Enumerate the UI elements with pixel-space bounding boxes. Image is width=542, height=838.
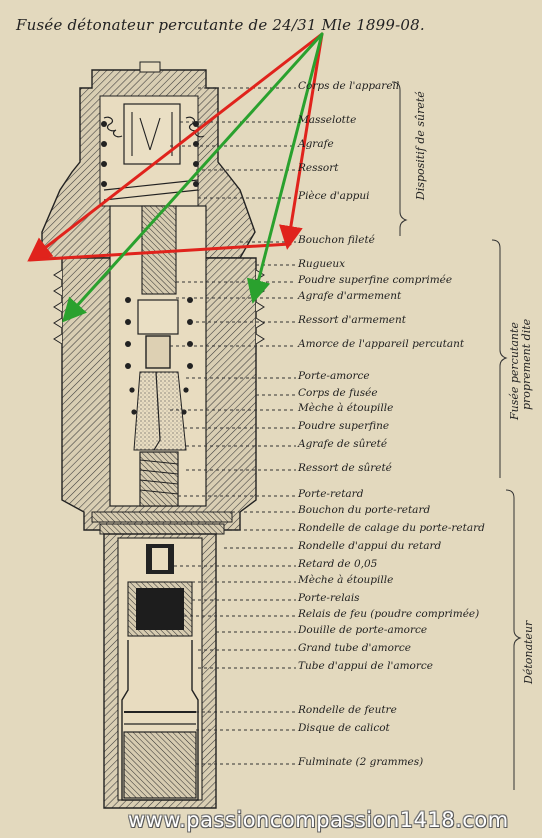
label-grand-tube-amorce: Grand tube d'amorce xyxy=(298,642,412,654)
label-fulminate: Fulminate (2 grammes) xyxy=(298,756,424,768)
label-piece-appui: Pièce d'appui xyxy=(298,190,370,202)
label-porte-amorce: Porte-amorce xyxy=(298,370,370,382)
label-rondelle-calage: Rondelle de calage du porte-retard xyxy=(298,522,485,534)
label-douille-porte-amorce: Douille de porte-amorce xyxy=(298,624,428,636)
label-bouchon-filete: Bouchon fileté xyxy=(298,234,375,246)
label-bouchon-porte-retard: Bouchon du porte-retard xyxy=(298,504,431,516)
label-tube-appui-amorce: Tube d'appui de l'amorce xyxy=(298,660,433,672)
label-corps-appareil: Corps de l'appareil xyxy=(298,80,400,92)
label-agrafe-surete: Agrafe de sûreté xyxy=(298,438,388,450)
label-agrafe-armement: Agrafe d'armement xyxy=(298,290,402,302)
label-disque-calicot: Disque de calicot xyxy=(298,722,390,734)
label-corps-fusee: Corps de fusée xyxy=(298,387,378,399)
label-porte-relais: Porte-relais xyxy=(298,592,360,604)
label-agrafe: Agrafe xyxy=(298,138,334,150)
label-rondelle-appui-retard: Rondelle d'appui du retard xyxy=(298,540,442,552)
label-meche-etoupille-2: Mèche à étoupille xyxy=(298,574,394,586)
label-retard: Retard de 0,05 xyxy=(298,558,378,570)
label-ressort-armement: Ressort d'armement xyxy=(298,314,407,326)
label-ressort: Ressort xyxy=(298,162,339,174)
label-relais-de-feu: Relais de feu (poudre comprimée) xyxy=(298,608,480,620)
group-proprement-dite: proprement dite xyxy=(520,318,533,410)
label-masselotte: Masselotte xyxy=(298,114,357,126)
label-rondelle-feutre: Rondelle de feutre xyxy=(298,704,397,716)
label-ressort-surete: Ressort de sûreté xyxy=(298,462,392,474)
label-amorce-appareil-percutant: Amorce de l'appareil percutant xyxy=(298,338,465,350)
group-detonateur: Détonateur xyxy=(522,620,535,684)
label-porte-retard: Porte-retard xyxy=(298,488,364,500)
figure-title: Fusée détonateur percutante de 24/31 Mle… xyxy=(16,16,425,34)
group-dispositif-surete: Dispositif de sûreté xyxy=(414,91,427,200)
watermark: www.passioncompassion1418.com xyxy=(128,808,509,832)
label-meche-etoupille-1: Mèche à étoupille xyxy=(298,402,394,414)
label-rugueux: Rugueux xyxy=(298,258,346,270)
label-poudre-superfine-comprimee: Poudre superfine comprimée xyxy=(298,274,453,286)
label-poudre-superfine: Poudre superfine xyxy=(298,420,390,432)
